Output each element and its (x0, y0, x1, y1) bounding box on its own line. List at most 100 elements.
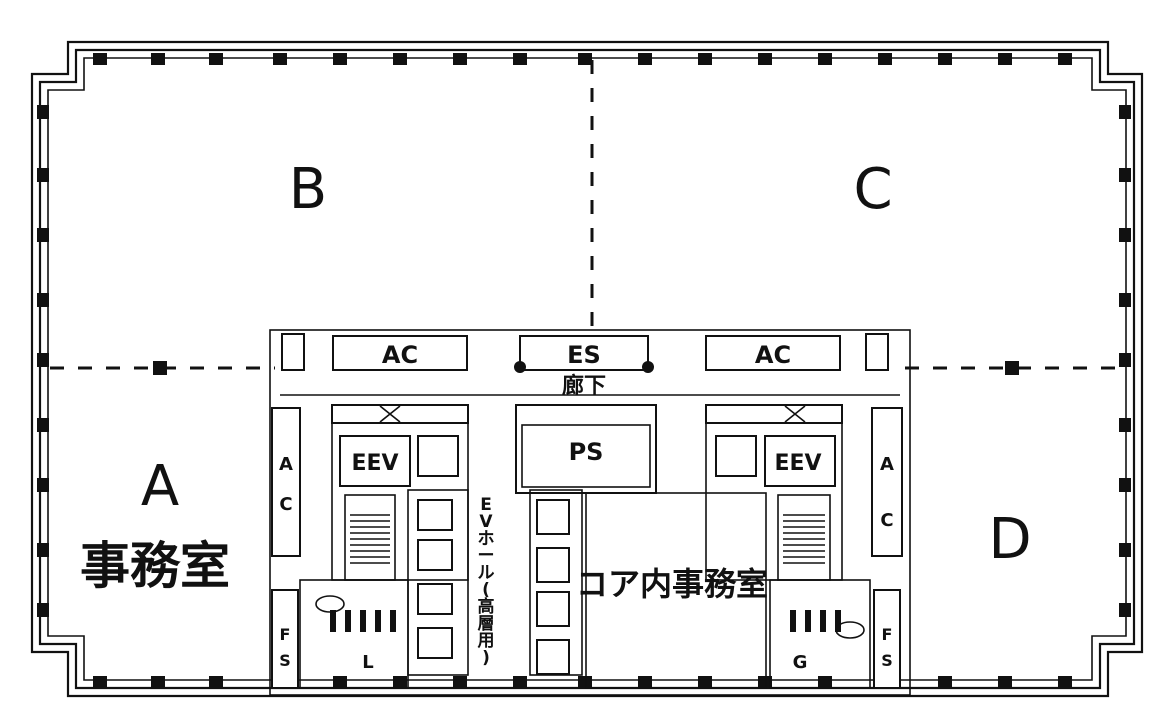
toilet-l-label: L (362, 652, 373, 673)
ac-duct-left (271, 407, 301, 557)
es-label: ES (567, 341, 601, 369)
column (151, 676, 165, 688)
column (209, 53, 223, 65)
ac-duct-left-label: A (279, 454, 293, 475)
ac-duct-right-label: A (880, 454, 894, 475)
column (333, 53, 347, 65)
eev-left (339, 435, 411, 487)
ac-duct-right-label: C (880, 510, 893, 531)
elevator-car (417, 539, 453, 571)
column (453, 676, 467, 688)
column (151, 53, 165, 65)
fs-shaft-right (873, 589, 901, 689)
elevator-car (417, 499, 453, 531)
zone-c-label: C (853, 157, 892, 222)
column (1119, 293, 1131, 307)
column (37, 105, 49, 119)
corridor-label: 廊下 (562, 373, 606, 399)
elevator-car (417, 583, 453, 615)
column (37, 543, 49, 557)
column (37, 603, 49, 617)
elevator-car (536, 639, 570, 675)
column (333, 676, 347, 688)
column (37, 293, 49, 307)
toilet-right (769, 579, 871, 689)
ac-left-unit (332, 335, 468, 371)
core-office-label: コア内事務室 (576, 565, 768, 603)
ev-hall-label: 高 (478, 596, 495, 617)
column (818, 53, 832, 65)
ev-hall-label: ) (482, 648, 490, 668)
ev-hall-label: E (480, 495, 492, 515)
elevator-car (536, 591, 570, 627)
zone-a-label: A (141, 454, 179, 519)
column (938, 53, 952, 65)
column (1058, 676, 1072, 688)
fs-shaft-left (271, 589, 299, 689)
column (453, 53, 467, 65)
ac-right-label: AC (755, 341, 791, 369)
column (513, 676, 527, 688)
column (37, 168, 49, 182)
column (93, 676, 107, 688)
fs-right-label: S (881, 651, 893, 670)
column (1119, 228, 1131, 242)
column (393, 53, 407, 65)
column (758, 676, 772, 688)
ac-left-label: AC (382, 341, 418, 369)
elevator-car (417, 627, 453, 659)
eev-right-label: EEV (774, 451, 821, 476)
ps-room (515, 404, 657, 494)
column (938, 676, 952, 688)
eev-left-label: EEV (351, 451, 398, 476)
column (209, 676, 223, 688)
core-structure (269, 329, 911, 696)
column (638, 53, 652, 65)
column (818, 676, 832, 688)
column (1119, 603, 1131, 617)
ac-duct-left-label: C (279, 494, 292, 515)
column (1119, 418, 1131, 432)
column (578, 53, 592, 65)
ps-label: PS (569, 438, 604, 466)
column (1119, 543, 1131, 557)
zone-a-sublabel: 事務室 (80, 537, 230, 595)
column (1005, 361, 1019, 375)
column (698, 53, 712, 65)
zone-dividers (50, 60, 1125, 370)
toilet-g-label: G (793, 652, 808, 673)
column (37, 418, 49, 432)
ev-hall-label: ル (478, 563, 495, 583)
column (758, 53, 772, 65)
ev-hall-label: ( (482, 580, 490, 600)
column (153, 361, 167, 375)
column (1058, 53, 1072, 65)
zone-b-label: B (289, 157, 327, 222)
column (1119, 353, 1131, 367)
ac-duct-right (871, 407, 903, 557)
column (37, 353, 49, 367)
outer-wall (30, 40, 1144, 698)
fs-right-label: F (882, 625, 893, 644)
ev-hall-label: V (479, 512, 493, 532)
fs-left-label: S (279, 651, 291, 670)
column (698, 676, 712, 688)
es-unit (519, 335, 649, 371)
column (1119, 105, 1131, 119)
toilet-left (299, 579, 409, 689)
ev-hall-label: 層 (478, 614, 495, 634)
ac-right-unit (705, 335, 841, 371)
ev-hall-label: ホ (478, 529, 495, 549)
column (878, 53, 892, 65)
ev-hall-label: 用 (478, 631, 495, 651)
column (513, 53, 527, 65)
column (393, 676, 407, 688)
ev-hall-label: ー (478, 546, 495, 566)
column (1119, 478, 1131, 492)
column (998, 676, 1012, 688)
elevator-car (536, 547, 570, 583)
column (998, 53, 1012, 65)
fs-left-label: F (280, 625, 291, 644)
column (273, 53, 287, 65)
